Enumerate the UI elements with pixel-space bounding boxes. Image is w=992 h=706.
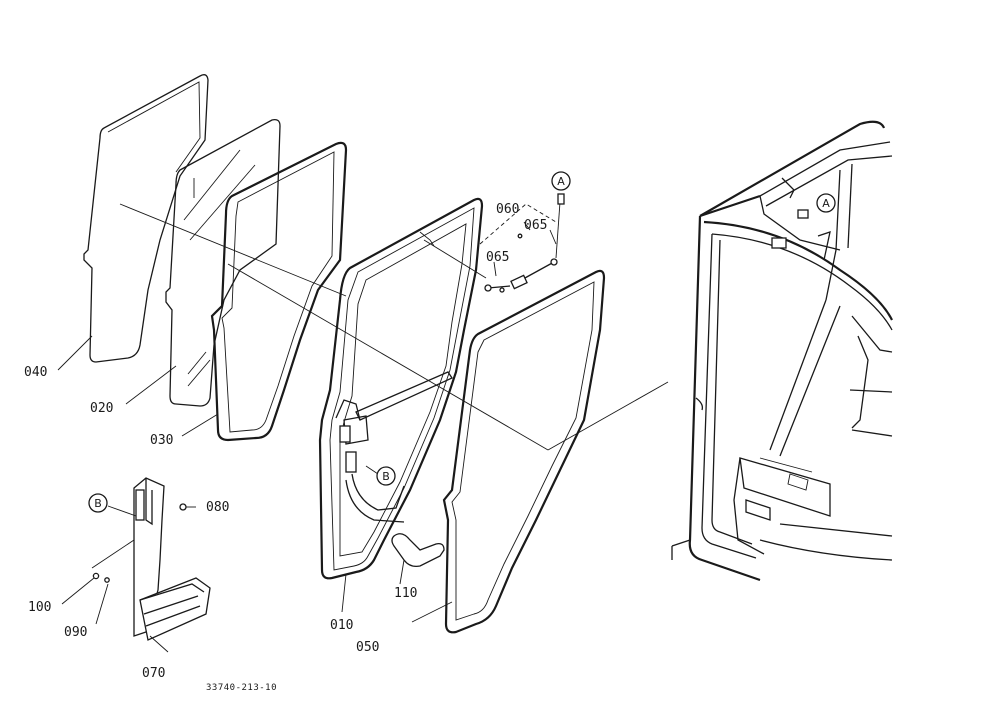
handle-110: [391, 533, 445, 568]
part-label-050: 050: [356, 640, 379, 655]
part-label-060: 060: [496, 202, 519, 217]
part-label-020: 020: [90, 401, 113, 416]
part-label-110: 110: [394, 586, 417, 601]
part-label-065-right: 065: [524, 218, 547, 233]
callout-b-door-letter: B: [382, 470, 390, 483]
part-label-030: 030: [150, 433, 173, 448]
callout-b-bracket: B: [88, 493, 108, 513]
cab-frame: [671, 120, 893, 582]
callout-a-upper-letter: A: [557, 175, 565, 188]
door-frame-010: [318, 197, 487, 580]
gas-strut-060: [479, 193, 565, 293]
callout-a-cab: A: [816, 193, 836, 213]
glass-pane-040: [83, 74, 209, 363]
part-label-065-left: 065: [486, 250, 509, 265]
part-label-100: 100: [28, 600, 51, 615]
part-label-010: 010: [330, 618, 353, 633]
drawing-number: 33740-213-10: [206, 683, 277, 693]
part-label-090: 090: [64, 625, 87, 640]
callout-b-door: B: [376, 466, 396, 486]
glass-pane-020: [165, 118, 281, 407]
part-label-080: 080: [206, 500, 229, 515]
callout-a-cab-letter: A: [822, 197, 830, 210]
part-label-040: 040: [24, 365, 47, 380]
leader-lines: [57, 203, 669, 653]
callout-a-upper: A: [551, 171, 571, 191]
weatherstrip-030: [210, 141, 348, 442]
door-seal-050: [442, 269, 606, 634]
pocket-bracket-070: [91, 477, 211, 641]
part-label-070: 070: [142, 666, 165, 681]
callout-b-bracket-letter: B: [94, 497, 102, 510]
